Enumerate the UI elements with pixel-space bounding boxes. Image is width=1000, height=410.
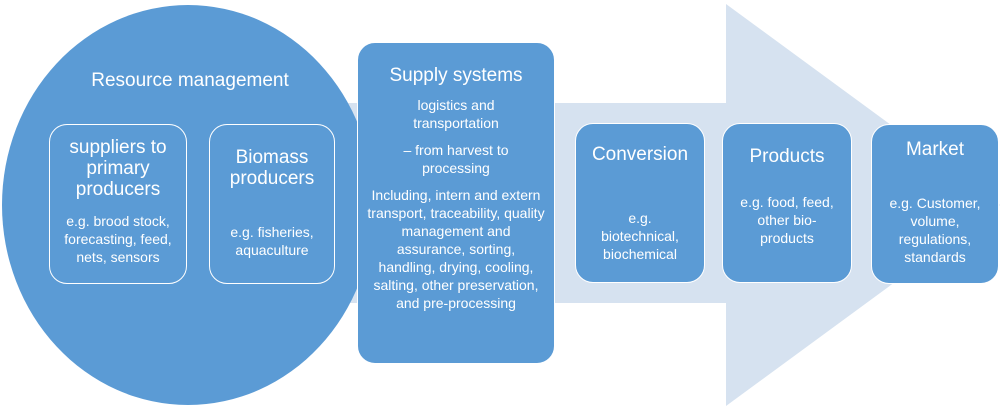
- suppliers-title: suppliers to primary producers: [69, 137, 167, 200]
- supply-systems-title: Supply systems: [389, 65, 523, 86]
- supply-systems-details: Including, intern and extern transport, …: [367, 187, 545, 311]
- market-box: Market e.g. Customer, volume, regulation…: [871, 124, 999, 284]
- biomass-producers-title: Biomass producers: [229, 147, 315, 189]
- suppliers-description: e.g. brood stock, forecasting, feed, net…: [64, 213, 172, 265]
- supply-systems-box: Supply systems logistics and transportat…: [357, 42, 555, 364]
- products-description: e.g. food, feed, other bio-products: [740, 194, 834, 246]
- products-box: Products e.g. food, feed, other bio-prod…: [722, 123, 852, 283]
- conversion-box: Conversion e.g. biotechnical, biochemica…: [575, 123, 705, 283]
- supply-systems-logistics: logistics and transportation: [413, 97, 499, 131]
- conversion-description: e.g. biotechnical, biochemical: [601, 210, 679, 262]
- market-title: Market: [905, 139, 965, 160]
- resource-management-title: Resource management: [91, 70, 289, 91]
- biomass-producers-box: Biomass producers e.g. fisheries, aquacu…: [209, 124, 335, 284]
- supply-systems-harvest: – from harvest to processing: [403, 142, 509, 176]
- biomass-producers-description: e.g. fisheries, aquaculture: [230, 224, 314, 258]
- market-description: e.g. Customer, volume, regulations, stan…: [889, 195, 981, 265]
- suppliers-box: suppliers to primary producers e.g. broo…: [49, 124, 187, 284]
- products-title: Products: [749, 146, 825, 167]
- conversion-title: Conversion: [591, 144, 689, 165]
